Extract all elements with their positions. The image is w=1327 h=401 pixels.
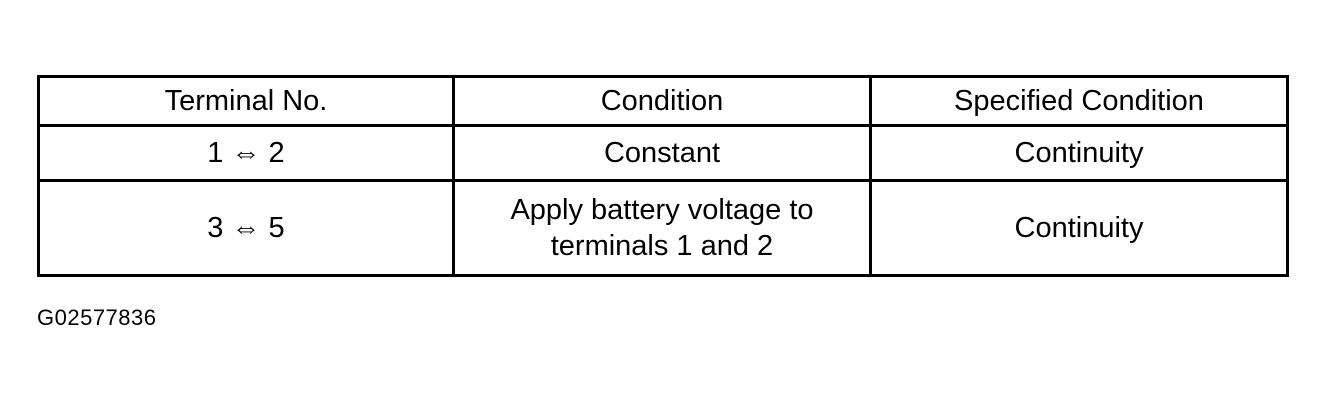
cell-condition: Constant xyxy=(451,124,872,182)
table-header-row: Terminal No. Condition Specified Conditi… xyxy=(37,75,1290,127)
table-row: 3 ⇔ 5 Apply battery voltage to terminals… xyxy=(37,179,1290,277)
figure-reference-code: G02577836 xyxy=(37,305,157,330)
header-specified-condition: Specified Condition xyxy=(868,75,1290,127)
table-row: 1 ⇔ 2 Constant Continuity xyxy=(37,124,1290,182)
specification-table: Terminal No. Condition Specified Conditi… xyxy=(37,75,1290,277)
cell-condition-text: Apply battery voltage to terminals 1 and… xyxy=(510,194,814,262)
cell-specified-condition: Continuity xyxy=(868,124,1290,182)
cell-specified-condition: Continuity xyxy=(868,179,1290,277)
header-condition: Condition xyxy=(451,75,872,127)
cell-condition: Apply battery voltage to terminals 1 and… xyxy=(451,179,872,277)
cell-terminal: 3 ⇔ 5 xyxy=(37,179,455,277)
header-terminal-no: Terminal No. xyxy=(37,75,455,127)
cell-terminal: 1 ⇔ 2 xyxy=(37,124,455,182)
